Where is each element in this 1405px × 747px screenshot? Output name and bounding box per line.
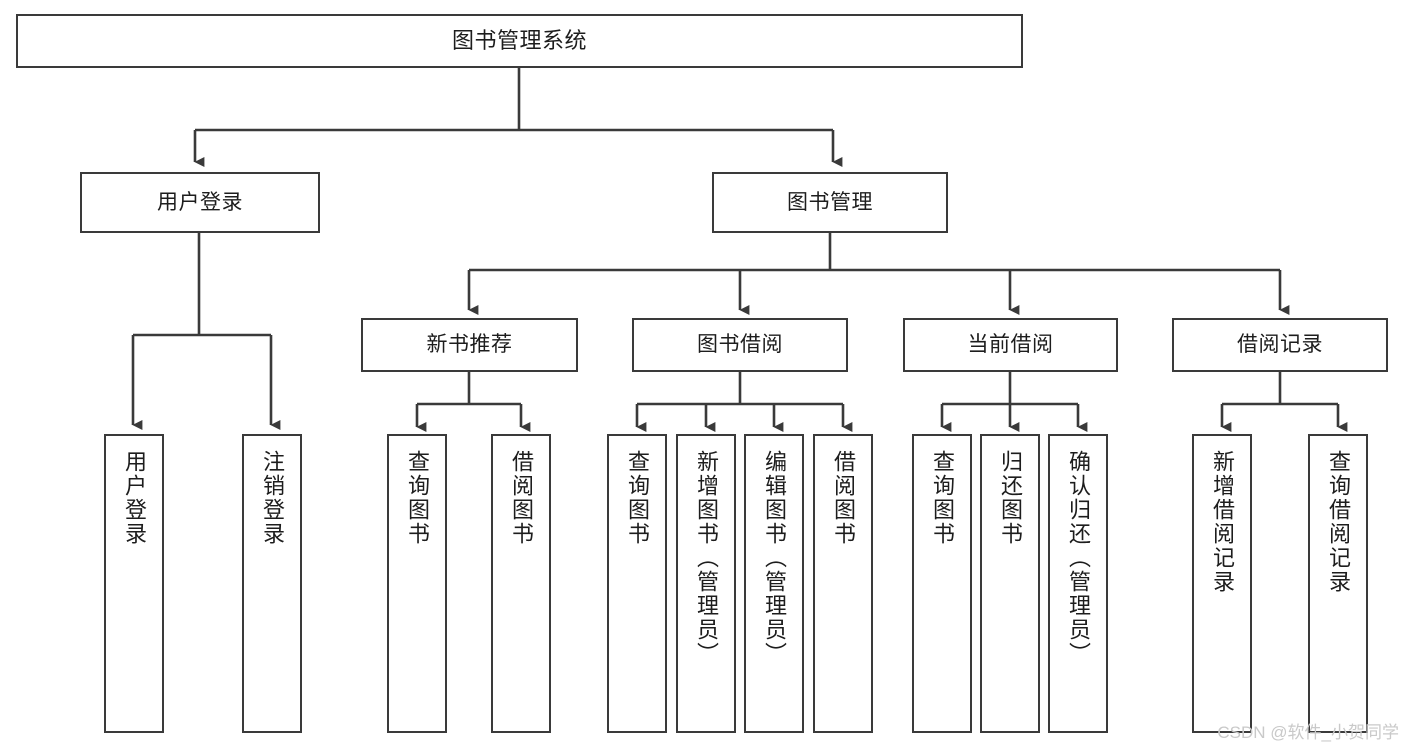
leaf-label: 查询图书 bbox=[624, 450, 650, 546]
node-label: 图书管理系统 bbox=[451, 27, 587, 53]
leaf-label: 借阅图书 bbox=[508, 450, 534, 546]
leaf-return-book[interactable]: 归还图书 bbox=[980, 434, 1040, 733]
leaf-label: 查询借阅记录 bbox=[1325, 450, 1351, 594]
leaf-query-book-borrow[interactable]: 查询图书 bbox=[607, 434, 667, 733]
leaf-label: 查询图书 bbox=[929, 450, 955, 546]
leaf-label: 新增图书（管理员） bbox=[693, 450, 719, 666]
leaf-borrow-book[interactable]: 借阅图书 bbox=[813, 434, 873, 733]
leaf-label: 编辑图书（管理员） bbox=[761, 450, 787, 666]
node-root-book-management-system[interactable]: 图书管理系统 bbox=[16, 14, 1023, 68]
leaf-confirm-return[interactable]: 确认归还（管理员） bbox=[1048, 434, 1108, 733]
leaf-borrow-book-recommend[interactable]: 借阅图书 bbox=[491, 434, 551, 733]
leaf-label: 归还图书 bbox=[997, 450, 1023, 546]
node-current-borrow[interactable]: 当前借阅 bbox=[903, 318, 1118, 372]
node-new-book-recommend[interactable]: 新书推荐 bbox=[361, 318, 578, 372]
watermark: CSDN @软件_小贺同学 bbox=[1217, 723, 1399, 742]
node-borrow-record[interactable]: 借阅记录 bbox=[1172, 318, 1388, 372]
leaf-label: 新增借阅记录 bbox=[1209, 450, 1235, 594]
node-label: 新书推荐 bbox=[426, 333, 513, 357]
leaf-edit-book[interactable]: 编辑图书（管理员） bbox=[744, 434, 804, 733]
node-label: 图书借阅 bbox=[697, 333, 783, 357]
leaf-user-login[interactable]: 用户登录 bbox=[104, 434, 164, 733]
node-label: 借阅记录 bbox=[1237, 333, 1323, 357]
node-label: 用户登录 bbox=[157, 190, 243, 214]
leaf-query-book-current[interactable]: 查询图书 bbox=[912, 434, 972, 733]
node-book-manage[interactable]: 图书管理 bbox=[712, 172, 948, 233]
node-label: 图书管理 bbox=[787, 190, 873, 214]
leaf-label: 注销登录 bbox=[259, 450, 285, 546]
leaf-label: 确认归还（管理员） bbox=[1065, 450, 1091, 666]
leaf-query-book-recommend[interactable]: 查询图书 bbox=[387, 434, 447, 733]
leaf-label: 借阅图书 bbox=[830, 450, 856, 546]
leaf-add-book[interactable]: 新增图书（管理员） bbox=[676, 434, 736, 733]
node-book-borrow[interactable]: 图书借阅 bbox=[632, 318, 848, 372]
leaf-label: 用户登录 bbox=[121, 450, 147, 546]
leaf-label: 查询图书 bbox=[404, 450, 430, 546]
leaf-add-borrow-record[interactable]: 新增借阅记录 bbox=[1192, 434, 1252, 733]
leaf-user-logout[interactable]: 注销登录 bbox=[242, 434, 302, 733]
leaf-query-borrow-record[interactable]: 查询借阅记录 bbox=[1308, 434, 1368, 733]
node-label: 当前借阅 bbox=[967, 333, 1054, 357]
node-user-login[interactable]: 用户登录 bbox=[80, 172, 320, 233]
